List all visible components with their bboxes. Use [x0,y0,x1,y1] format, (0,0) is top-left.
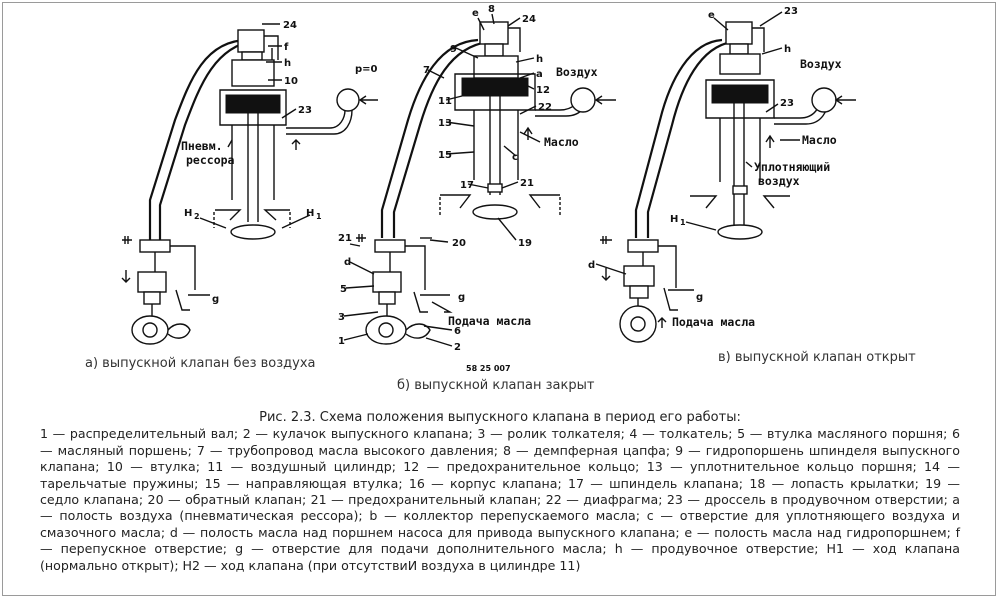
svg-text:воздух: воздух [758,174,800,188]
svg-text:6: 6 [454,326,461,337]
svg-text:Воздух: Воздух [556,65,598,79]
svg-text:p=0: p=0 [355,64,378,75]
caption-panel-a: а) выпускной клапан без воздуха [85,356,316,371]
svg-text:c: c [512,152,518,163]
panel-b-labels: e 8 24 9 7 h a 12 11 22 13 15 c 17 21 19… [338,4,598,373]
svg-text:24: 24 [283,20,297,31]
svg-text:d: d [588,260,595,271]
svg-text:e: e [708,10,715,21]
svg-text:H: H [670,214,678,225]
caption-panel-c: в) выпускной клапан открыт [718,350,916,365]
svg-text:5: 5 [340,284,347,295]
svg-text:Подача масла: Подача масла [448,314,531,328]
figure-legend-text: 1 — распределительный вал; 2 — кулачок в… [40,426,960,573]
svg-text:8: 8 [488,4,495,15]
svg-text:12: 12 [536,85,550,96]
svg-text:2: 2 [454,342,461,353]
svg-text:3: 3 [338,312,345,323]
svg-text:a: a [536,69,543,80]
svg-text:Уплотняющий: Уплотняющий [754,160,830,174]
svg-text:11: 11 [438,96,452,107]
panel-b-drawing [356,21,616,345]
svg-text:h: h [284,58,291,69]
caption-panel-b: б) выпускной клапан закрыт [397,378,595,393]
svg-text:g: g [212,294,219,305]
svg-text:1: 1 [316,212,322,221]
svg-text:Подача масла: Подача масла [672,315,755,329]
svg-text:g: g [696,292,703,303]
svg-text:H: H [184,208,192,219]
svg-text:g: g [458,292,465,303]
svg-text:23: 23 [780,98,794,109]
svg-text:21: 21 [520,178,534,189]
figure-legend: Рис. 2.3. Схема положения выпускного кла… [40,410,960,574]
svg-text:Масло: Масло [802,133,837,147]
svg-text:e: e [472,8,479,19]
svg-text:19: 19 [518,238,532,249]
svg-text:Пневм.: Пневм. [181,139,223,153]
svg-text:Масло: Масло [544,135,579,149]
figure-title: Рис. 2.3. Схема положения выпускного кла… [259,410,741,425]
svg-text:17: 17 [460,180,474,191]
svg-text:1: 1 [338,336,345,347]
svg-text:рессора: рессора [186,153,235,167]
svg-text:f: f [284,42,289,53]
svg-text:23: 23 [298,105,312,116]
svg-text:2: 2 [194,212,200,221]
svg-text:24: 24 [522,14,536,25]
panel-a-drawing [121,29,378,345]
svg-text:20: 20 [452,238,466,249]
svg-text:7: 7 [423,65,430,76]
svg-text:Воздух: Воздух [800,57,842,71]
svg-text:23: 23 [784,6,798,17]
svg-text:d: d [344,257,351,268]
svg-text:22: 22 [538,102,552,113]
svg-text:10: 10 [284,76,298,87]
svg-text:1: 1 [680,218,686,227]
svg-text:15: 15 [438,150,452,161]
svg-text:H: H [306,208,314,219]
svg-text:21: 21 [338,233,352,244]
svg-text:h: h [784,44,791,55]
panel-c-drawing [600,21,856,343]
svg-text:9: 9 [450,44,457,55]
panel-c-labels: e 23 h 23 Воздух Масло Уплотняющий возду… [588,6,842,329]
svg-text:58 25 007: 58 25 007 [466,364,511,373]
svg-text:h: h [536,54,543,65]
svg-text:13: 13 [438,118,452,129]
